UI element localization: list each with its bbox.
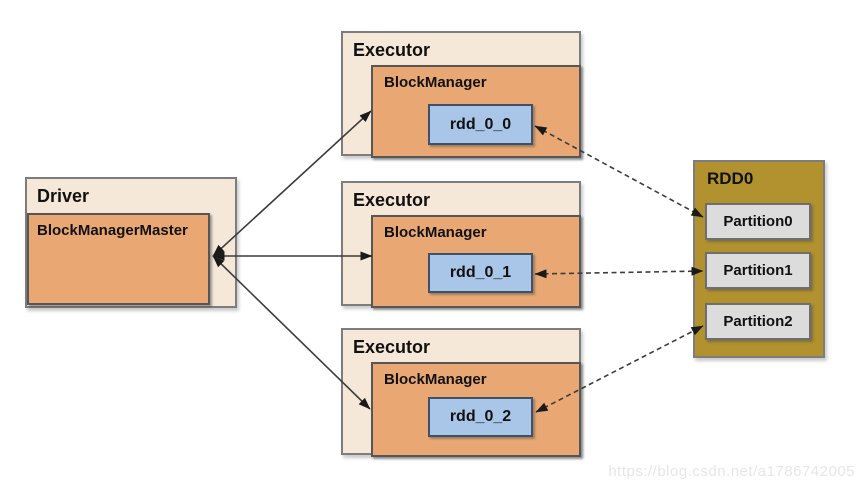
blockmanager-label-1: BlockManager <box>384 74 487 91</box>
rdd-block-1-label: rdd_0_1 <box>449 264 512 281</box>
partition-box-0: Partition0 <box>705 203 811 240</box>
partition-label-2: Partition2 <box>723 313 793 330</box>
rdd-block-0: rdd_0_0 <box>428 104 533 145</box>
rdd-block-2-label: rdd_0_2 <box>449 408 512 425</box>
rdd-block-0-label: rdd_0_0 <box>449 115 512 133</box>
executor-label-1: Executor <box>353 40 431 60</box>
rdd0-label: RDD0 <box>707 169 754 188</box>
partition-label-1: Partition1 <box>723 262 793 279</box>
partition-label-0: Partition0 <box>723 213 793 230</box>
blockmanagermaster-box: BlockManagerMaster <box>27 213 210 305</box>
blockmanager-label-2: BlockManager <box>384 224 487 241</box>
executor-label-2: Executor <box>353 190 431 210</box>
rdd-block-1: rdd_0_1 <box>428 253 533 293</box>
rdd-block-2: rdd_0_2 <box>428 397 533 437</box>
partition-box-1: Partition1 <box>705 252 811 289</box>
watermark: https://blog.csdn.net/a1786742005 <box>608 463 855 480</box>
blockmanagermaster-label: BlockManagerMaster <box>37 222 188 239</box>
driver-label: Driver <box>37 186 90 206</box>
executor-label-3: Executor <box>353 337 431 357</box>
partition-box-2: Partition2 <box>705 303 811 340</box>
blockmanager-label-3: BlockManager <box>384 371 487 388</box>
